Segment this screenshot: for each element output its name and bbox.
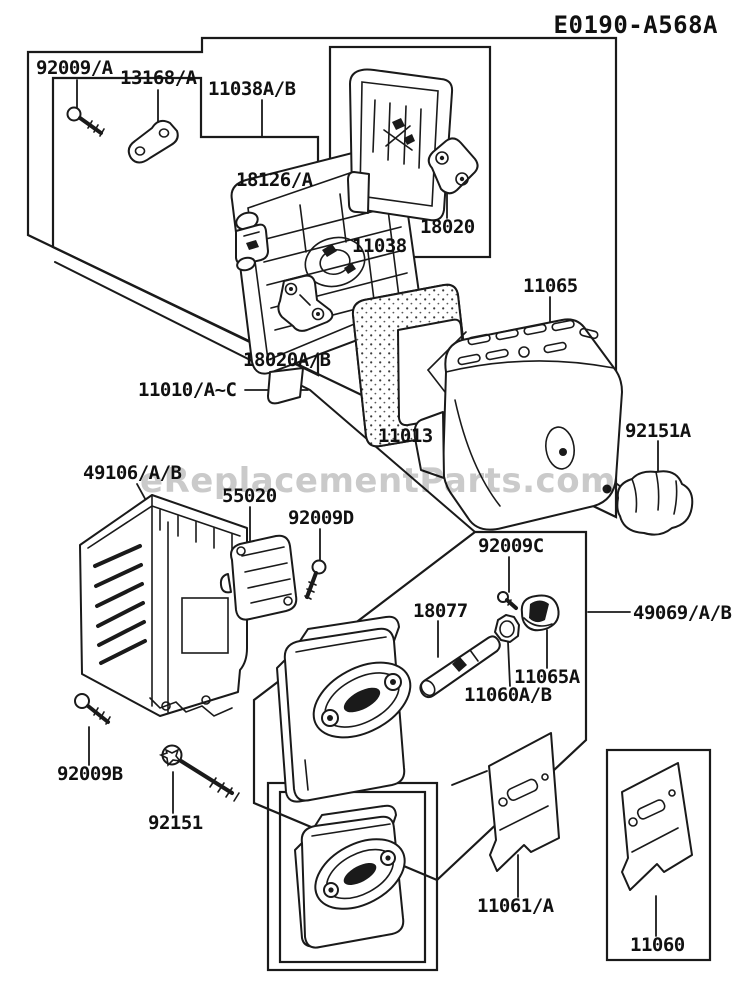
part-labels: E0190-A568A 92009/A 13168/A 11038A/B 181… [36, 11, 732, 956]
air-cleaner-cover-11065-drawing [413, 318, 623, 531]
part-label-55020: 55020 [222, 485, 277, 507]
part-label-18020AB: 18020A/B [243, 349, 331, 371]
choke-18126A-drawing [235, 211, 269, 272]
part-label-92009A: 92009/A [36, 57, 114, 79]
part-label-49069AB: 49069/A/B [633, 602, 732, 624]
connection-diagonal [54, 261, 476, 533]
part-label-18020: 18020 [420, 216, 475, 238]
part-label-92009D: 92009D [288, 507, 354, 529]
part-label-11038: 11038 [352, 235, 407, 257]
part-label-11061A: 11061/A [477, 895, 555, 917]
bolt-92151-drawing [158, 744, 240, 802]
cap-11065A-drawing [520, 594, 560, 632]
cover-11038-drawing [347, 68, 454, 222]
ring-11060AB-drawing [494, 614, 520, 643]
part-label-11065: 11065 [523, 275, 578, 297]
bracket-18020-drawing [427, 137, 479, 195]
part-label-92009B: 92009B [57, 763, 123, 785]
guard-slots [93, 544, 147, 665]
part-label-11060: 11060 [630, 934, 685, 956]
screw-92009D-drawing [304, 559, 327, 600]
clamp-13168A-drawing [127, 119, 179, 164]
screw-92009B-drawing [74, 693, 111, 725]
part-label-49106AB: 49106/A/B [83, 462, 182, 484]
watermark-text: eReplacementParts.com [140, 461, 616, 501]
assembly-box-cover-inset [51, 76, 320, 377]
assembly-box-air-cleaner-group [26, 36, 618, 519]
knob-92151A-drawing [602, 470, 694, 536]
gasket-11061A-drawing [488, 732, 560, 872]
bracket-18020AB-drawing [277, 274, 334, 332]
gasket-11060-drawing [621, 762, 693, 891]
tube-18077-drawing [419, 635, 501, 699]
part-label-13168A: 13168/A [120, 67, 198, 89]
part-label-92151A: 92151A [625, 420, 692, 442]
muffler-body-drawing [276, 615, 412, 803]
part-label-92009C: 92009C [478, 535, 544, 557]
part-label-11013: 11013 [378, 425, 433, 447]
part-label-18126A: 18126/A [236, 169, 314, 191]
muffler-guard-49106AB-drawing [79, 494, 248, 717]
screw-92009A-drawing [66, 106, 105, 137]
plate-55020-drawing [219, 534, 298, 621]
screw-92009C-drawing [497, 591, 518, 610]
cover-vent-slots [457, 319, 599, 366]
assembly-box-gasket-11060 [605, 748, 712, 962]
leader-gasket-stub [451, 770, 488, 786]
leader-11060AB [507, 641, 511, 687]
part-label-11065A: 11065A [514, 666, 581, 688]
part-label-92151: 92151 [148, 812, 203, 834]
part-label-18077: 18077 [413, 600, 468, 622]
part-label-11060AB: 11060A/B [464, 684, 552, 706]
diagram-title: E0190-A568A [554, 11, 718, 39]
muffler-inset-drawing [294, 804, 406, 949]
part-label-11010AC: 11010/A~C [138, 379, 237, 401]
part-label-11038AB: 11038A/B [208, 78, 296, 100]
